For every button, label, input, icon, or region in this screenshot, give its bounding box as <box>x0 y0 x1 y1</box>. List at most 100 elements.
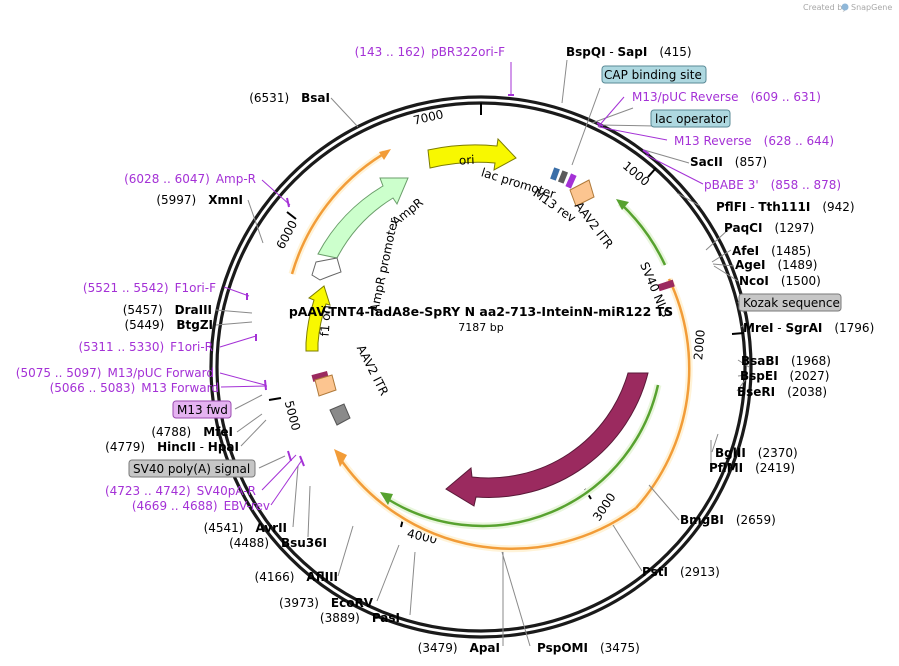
label-draiii: (5457) DraIII <box>123 303 212 317</box>
sv40-nls-marker <box>657 279 675 292</box>
label-aflii: (4166) AflIII <box>255 570 338 584</box>
enzyme-position: (4166) <box>255 570 295 584</box>
enzyme-position: (415) <box>659 45 691 59</box>
label-afei: AfeI (1485) <box>732 244 811 258</box>
label-m13puc-rev: M13/pUC Reverse (609 .. 631) <box>632 90 821 104</box>
enzyme-position: (3889) <box>320 611 360 625</box>
boxes <box>128 65 842 478</box>
enzyme-name: PflMI <box>709 461 743 475</box>
enzyme-name: PasI <box>372 611 400 625</box>
enzyme-name: HincII <box>157 440 196 454</box>
primer-name: M13 Forward <box>141 381 219 395</box>
primer-position: (858 .. 878) <box>771 178 841 192</box>
enzyme-position: (3475) <box>600 641 640 655</box>
enzyme-name-2: Tth111I <box>758 200 810 214</box>
enzyme-position: (6531) <box>249 91 289 105</box>
enzyme-position: (1500) <box>781 274 821 288</box>
tick-2000: 2000 <box>691 329 708 361</box>
label-pbabe3: pBABE 3' (858 .. 878) <box>704 178 841 192</box>
label-m13fwd: M13 fwd <box>177 403 228 417</box>
tick-5000: 5000 <box>282 399 303 432</box>
enzyme-name: BsaI <box>301 91 330 105</box>
label-pspomi: PspOMI (3475) <box>537 641 640 655</box>
label-bsabi: BsaBI (1968) <box>741 354 831 368</box>
enzyme-position: (857) <box>735 155 767 169</box>
label-ampr-primer: (6028 .. 6047) Amp-R <box>124 172 256 186</box>
enzyme-position: (1485) <box>771 244 811 258</box>
label-sv40polya: SV40 poly(A) signal <box>133 462 250 476</box>
primer-name: pBABE 3' <box>704 178 759 192</box>
enzyme-name: SacII <box>690 155 723 169</box>
label-avrii: (4541) AvrII <box>204 521 287 535</box>
primer-position: (5521 .. 5542) <box>83 281 169 295</box>
label-bglii: BglII (2370) <box>715 446 798 460</box>
primer-marks <box>246 94 650 467</box>
label-ebvrev: (4669 .. 4688) EBV-rev <box>132 499 270 513</box>
enzyme-name: BsaBI <box>741 354 779 368</box>
primer-name: F1ori-R <box>170 340 213 354</box>
m13-fwd-box <box>172 400 232 419</box>
enzyme-position: (1796) <box>834 321 874 335</box>
enzyme-position: (4488) <box>229 536 269 550</box>
aav2-itr-top-box <box>569 179 595 207</box>
aav2-itr-bottom-box <box>314 374 337 397</box>
label-text: Kozak sequence <box>743 296 840 310</box>
feature-ampr-promoter: AmpR promoter <box>367 217 401 313</box>
label-m13puc-fwd: (5075 .. 5097) M13/pUC Forward <box>16 366 214 380</box>
enzyme-name: BspEI <box>740 369 778 383</box>
ampr-arrow <box>317 177 409 259</box>
primer-name: SV40pA-R <box>197 484 256 498</box>
enzyme-position: (4788) <box>151 425 191 439</box>
enzyme-name: MreI <box>743 321 773 335</box>
enzyme-name: AgeI <box>735 258 765 272</box>
label-pflmi: PflMI (2419) <box>709 461 795 475</box>
label-ecorv: (3973) EcoRV <box>279 596 374 610</box>
enzyme-name: NcoI <box>739 274 769 288</box>
label-f1ori-r: (5311 .. 5330) F1ori-R <box>78 340 213 354</box>
primer-name: M13 Reverse <box>674 134 752 148</box>
label-apai: (3479) ApaI <box>418 641 500 655</box>
snapgene-brand: Created by SnapGene <box>803 3 892 12</box>
label-m13-reverse: M13 Reverse (628 .. 644) <box>674 134 834 148</box>
label-bspei: BspEI (2027) <box>740 369 829 383</box>
plasmid-name: pAAV-TNT4-TadA8e-SpRY N aa2-713-InteinN-… <box>289 304 673 319</box>
label-f1ori-f: (5521 .. 5542) F1ori-F <box>83 281 216 295</box>
primer-position: (4669 .. 4688) <box>132 499 218 513</box>
primer-position: (6028 .. 6047) <box>124 172 210 186</box>
enzyme-name: PflFI <box>716 200 746 214</box>
label-kozak: Kozak sequence <box>743 296 840 310</box>
primer-position: (628 .. 644) <box>764 134 834 148</box>
enzyme-name: BspQI <box>566 45 606 59</box>
enzyme-position: (2659) <box>736 513 776 527</box>
orange-arcs <box>288 149 693 553</box>
cas9-arrow <box>445 372 649 507</box>
enzyme-position: (5457) <box>123 303 163 317</box>
label-lac-operator: lac operator <box>655 112 728 126</box>
enzyme-name: BmgBI <box>680 513 724 527</box>
label-paqci: PaqCI (1297) <box>724 221 814 235</box>
primer-position: (5075 .. 5097) <box>16 366 102 380</box>
enzyme-position: (4779) <box>105 440 145 454</box>
cap-binding-site-box <box>601 65 707 84</box>
label-btgzi: (5449) BtgZI <box>124 318 213 332</box>
enzyme-name: PaqCI <box>724 221 762 235</box>
label-text: SV40 poly(A) signal <box>133 462 250 476</box>
label-xmni: (5997) XmnI <box>156 193 243 207</box>
label-bmgbi: BmgBI (2659) <box>680 513 776 527</box>
enzyme-name-2: HpaI <box>208 440 239 454</box>
green-arcs <box>380 199 669 530</box>
label-ncoi: NcoI (1500) <box>739 274 821 288</box>
brand-app: SnapGene <box>851 3 892 12</box>
brand-created-by: Created by <box>803 3 847 12</box>
enzyme-position: (3479) <box>418 641 458 655</box>
enzyme-name: BtgZI <box>176 318 213 332</box>
feature-aav2-itr-bottom: AAV2 ITR <box>354 343 391 398</box>
feature-aav2-itr-top: AAV2 ITR <box>572 199 616 251</box>
label-bsai: (6531) BsaI <box>249 91 330 105</box>
leader-lines <box>215 59 750 647</box>
top-small-features <box>311 167 675 426</box>
kozak-box <box>738 293 842 312</box>
enzyme-name: AvrII <box>255 521 287 535</box>
enzyme-name: AflIII <box>306 570 338 584</box>
